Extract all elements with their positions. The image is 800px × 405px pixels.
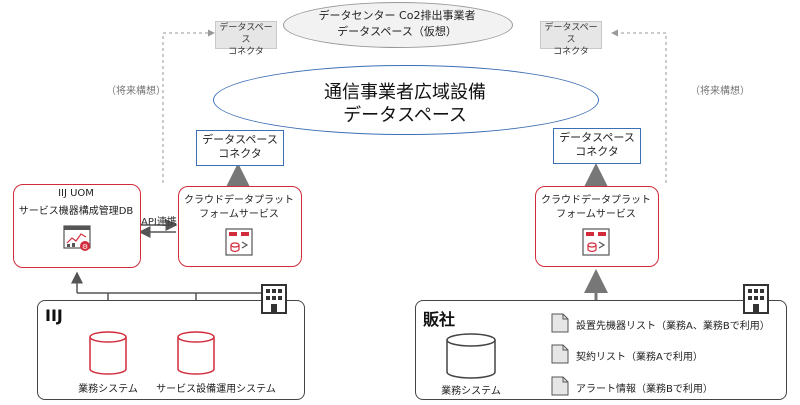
right-cloud-line2: フォームサービス [556, 209, 636, 220]
document-icon-3 [551, 376, 569, 396]
document-icon-2 [551, 344, 569, 364]
left-connector-line1: データスペース [202, 133, 278, 146]
left-connector-line2: コネクタ [218, 147, 262, 160]
right-connector-line1: データスペース [559, 131, 635, 144]
future-dashed-left [162, 29, 215, 183]
top-left-connector-line1: データスペース [219, 23, 273, 45]
future-label-right: （将来構想） [690, 86, 750, 97]
top-right-connector-line2: コネクタ [553, 47, 589, 57]
database-icon-facility-ops [177, 331, 215, 375]
building-icon-hansha [743, 284, 769, 314]
top-left-connector: データスペース コネクタ [215, 21, 277, 57]
iij-group-label: IIJ [45, 306, 63, 325]
iij-db2-label: サービス設備運用システム [156, 384, 276, 395]
api-link-label: API連携 [141, 217, 177, 228]
telecom-data-space-line2: データスペース [343, 105, 467, 126]
data-platform-icon [225, 228, 253, 256]
hansha-db-label: 業務システム [441, 386, 501, 397]
telecom-data-space-line1: 通信事業者広域設備 [324, 82, 486, 103]
database-icon-business-system [89, 331, 127, 375]
future-dashed-right [611, 29, 667, 183]
iij-db1-label: 業務システム [78, 384, 138, 395]
document-icon-1 [551, 313, 569, 333]
left-connector: データスペース コネクタ [196, 130, 284, 166]
uom-subtitle: サービス機器構成管理DB [18, 206, 134, 217]
right-connector-line2: コネクタ [575, 145, 619, 158]
left-cloud-line2: フォームサービス [199, 209, 279, 220]
dc-cloud-line1: データセンター Co2排出事業者 [318, 9, 476, 22]
data-platform-icon-right [582, 228, 610, 256]
top-right-connector: データスペース コネクタ [540, 21, 602, 57]
doc2-label: 契約リスト（業務Aで利用） [576, 352, 703, 363]
doc1-label: 設置先機器リスト（業務A、業務Bで利用） [576, 321, 770, 332]
dc-data-space-cloud [283, 2, 513, 48]
left-cloud-line1: クラウドデータプラット [184, 195, 294, 206]
database-icon-hansha [446, 333, 496, 379]
future-label-left: （将来構想） [106, 86, 166, 97]
right-connector: データスペース コネクタ [553, 128, 641, 164]
building-icon [261, 284, 287, 314]
dashboard-icon: ⚙ [63, 225, 91, 251]
doc3-label: アラート情報（業務Bで利用） [576, 384, 713, 395]
svg-text:⚙: ⚙ [82, 243, 88, 251]
telecom-data-space [213, 65, 599, 135]
uom-title: IIJ UOM [58, 188, 94, 199]
hansha-group-label: 販社 [423, 310, 456, 329]
top-left-connector-line2: コネクタ [228, 47, 264, 57]
top-right-connector-line1: データスペース [544, 23, 598, 45]
right-cloud-line1: クラウドデータプラット [541, 195, 651, 206]
iij-group [37, 300, 305, 400]
dc-cloud-line2: データスペース（仮想） [337, 25, 457, 38]
